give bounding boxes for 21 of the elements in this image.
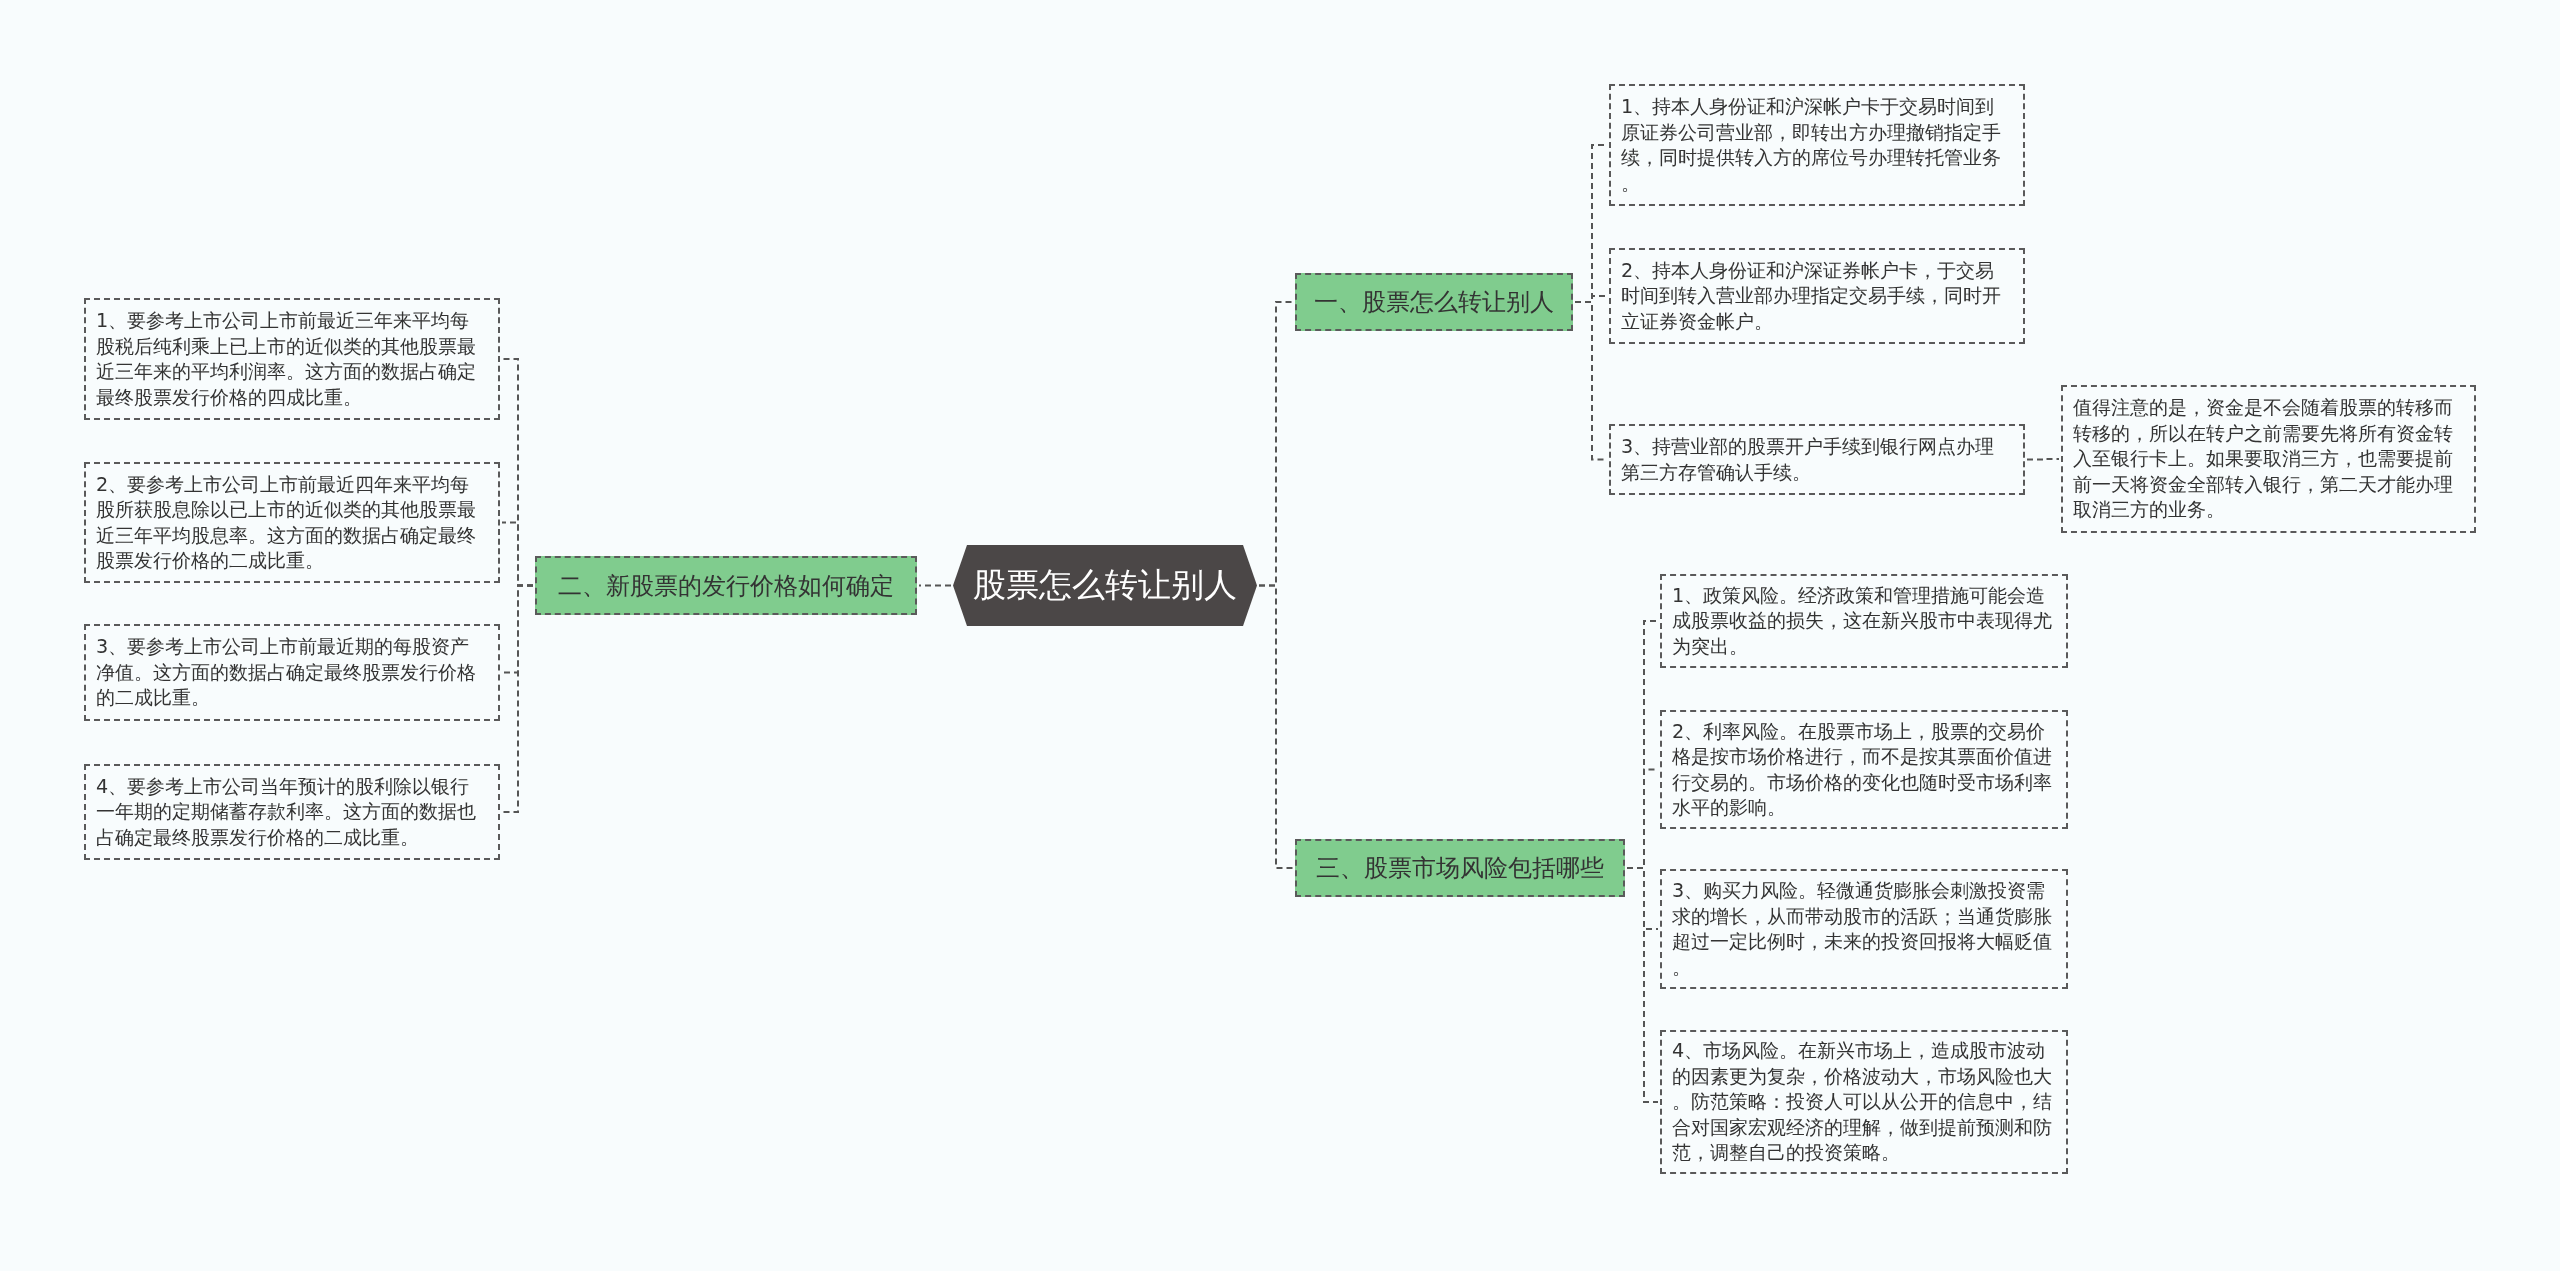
connector-line bbox=[918, 584, 952, 587]
subtopic-box: 二、新股票的发行价格如何确定 bbox=[535, 556, 917, 615]
detail-box: 2、要参考上市公司上市前最近四年来平均每股所获股息除以已上市的近似类的其他股票最近三年平均股息率。这方面的数据占确定最终股票发行价格的二成比重。 bbox=[84, 462, 500, 583]
subtopic-box: 一、股票怎么转让别人 bbox=[1295, 273, 1573, 331]
connector-line bbox=[2026, 458, 2060, 461]
detail-box: 1、政策风险。经济政策和管理措施可能会造成股票收益的损失，这在新兴股市中表现得尤为突出。 bbox=[1660, 574, 2068, 668]
detail-box: 4、市场风险。在新兴市场上，造成股市波动的因素更为复杂，价格波动大，市场风险也大。防范策略：投资人可以从公开的信息中，结合对国家宏观经济的理解，做到提前预测和防范，调整自己的投资策略。 bbox=[1660, 1030, 2068, 1174]
detail-box: 3、购买力风险。轻微通货膨胀会刺激投资需求的增长，从而带动股市的活跃；当通货膨胀超过一定比例时，未来的投资回报将大幅贬值。 bbox=[1660, 869, 2068, 989]
detail-box: 1、要参考上市公司上市前最近三年来平均每股税后纯利乘上已上市的近似类的其他股票最近三年来的平均利润率。这方面的数据占确定最终股票发行价格的四成比重。 bbox=[84, 298, 500, 420]
central-topic-hexagon: 股票怎么转让别人 bbox=[953, 545, 1257, 626]
detail-box: 4、要参考上市公司当年预计的股利除以银行一年期的定期储蓄存款利率。这方面的数据也占确定最终股票发行价格的二成比重。 bbox=[84, 764, 500, 860]
connector-line bbox=[1258, 584, 1294, 869]
detail-box: 2、利率风险。在股票市场上，股票的交易价格是按市场价格进行，而不是按其票面价值进行交易的。市场价格的变化也随时受市场利率水平的影响。 bbox=[1660, 710, 2068, 829]
detail-box: 1、持本人身份证和沪深帐户卡于交易时间到原证券公司营业部，即转出方办理撤销指定手续，同时提供转入方的席位号办理转托管业务。 bbox=[1609, 84, 2025, 206]
detail-box: 值得注意的是，资金是不会随着股票的转移而转移的，所以在转户之前需要先将所有资金转入至银行卡上。如果要取消三方，也需要提前前一天将资金全部转入银行，第二天才能办理取消三方的业务。 bbox=[2061, 385, 2476, 533]
connector-line bbox=[1626, 867, 1659, 1103]
detail-box: 3、持营业部的股票开户手续到银行网点办理第三方存管确认手续。 bbox=[1609, 424, 2025, 495]
connector-line bbox=[501, 584, 534, 813]
detail-box: 3、要参考上市公司上市前最近期的每股资产净值。这方面的数据占确定最终股票发行价格的二成比重。 bbox=[84, 624, 500, 721]
detail-box: 2、持本人身份证和沪深证券帐户卡，于交易时间到转入营业部办理指定交易手续，同时开立证券资金帐户。 bbox=[1609, 248, 2025, 344]
subtopic-box: 三、股票市场风险包括哪些 bbox=[1295, 839, 1625, 897]
